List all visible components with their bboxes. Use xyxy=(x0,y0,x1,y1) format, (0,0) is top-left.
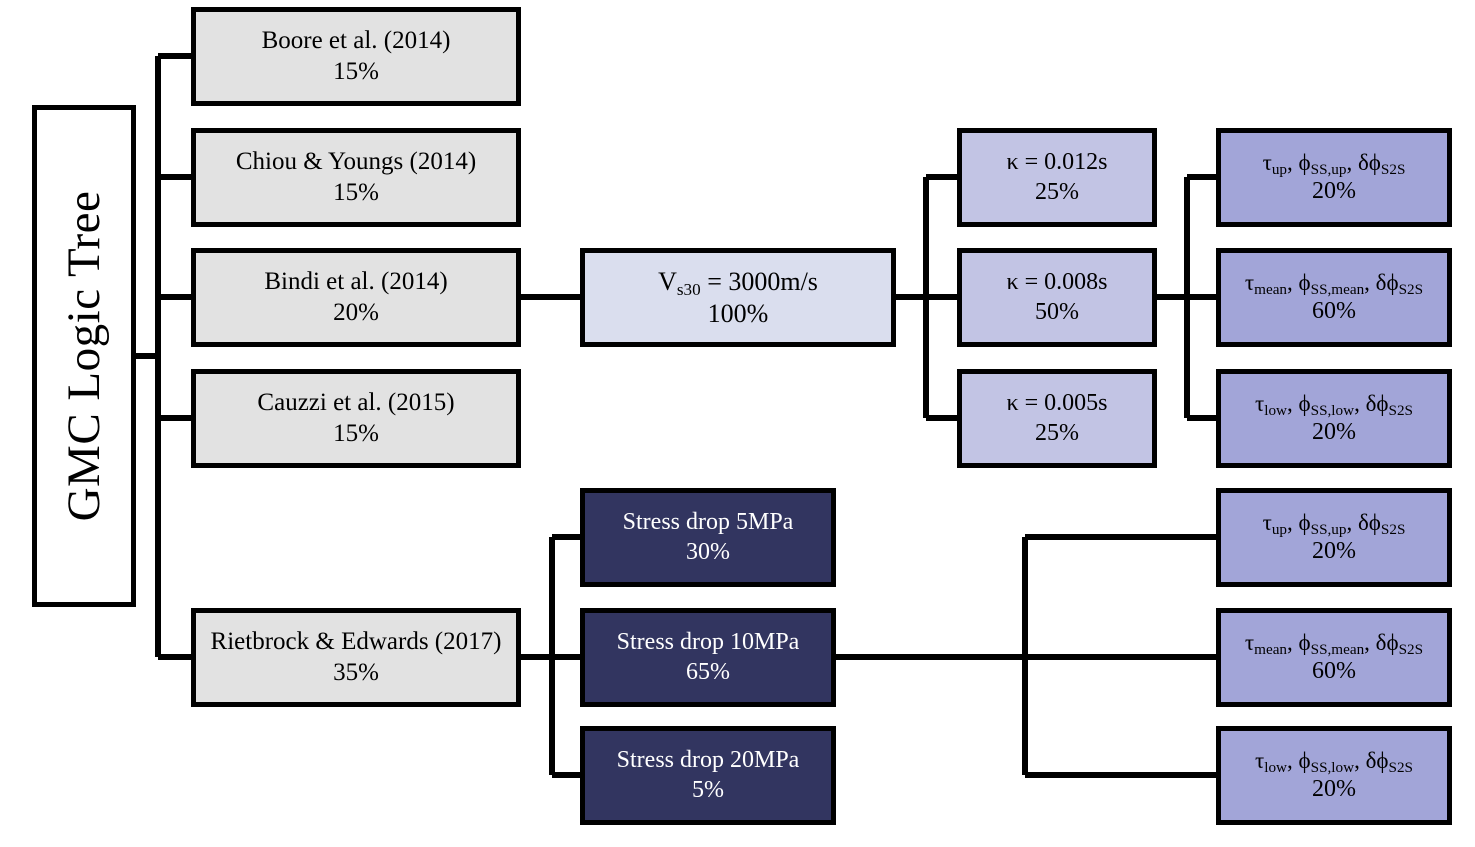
node-sigma-upper-mean[interactable]: τmean, ϕSS,mean, δϕS2S 60% xyxy=(1216,248,1452,347)
node-weight: 15% xyxy=(333,178,379,206)
node-label: τlow, ϕSS,low, δϕS2S xyxy=(1255,747,1413,777)
node-gmpe-boore-2014[interactable]: Boore et al. (2014) 15% xyxy=(191,7,521,106)
node-sigma-lower-mean[interactable]: τmean, ϕSS,mean, δϕS2S 60% xyxy=(1216,608,1452,707)
node-stress-drop-10mpa[interactable]: Stress drop 10MPa 65% xyxy=(580,608,836,707)
root-label: GMC Logic Tree xyxy=(58,190,110,522)
node-weight: 65% xyxy=(686,658,730,685)
node-weight: 20% xyxy=(333,298,379,326)
node-weight: 60% xyxy=(1312,657,1356,684)
node-label: τlow, ϕSS,low, δϕS2S xyxy=(1255,390,1413,420)
node-label: τup, ϕSS,up, δϕS2S xyxy=(1262,509,1406,539)
node-label: κ = 0.005s xyxy=(1006,390,1108,417)
node-weight: 60% xyxy=(1312,297,1356,324)
node-weight: 25% xyxy=(1035,419,1079,446)
node-sigma-lower-low[interactable]: τlow, ϕSS,low, δϕS2S 20% xyxy=(1216,726,1452,825)
node-label: Vs30 = 3000m/s xyxy=(658,266,818,299)
node-weight: 20% xyxy=(1312,537,1356,564)
node-gmpe-chiou-youngs-2014[interactable]: Chiou & Youngs (2014) 15% xyxy=(191,128,521,227)
node-label: κ = 0.008s xyxy=(1006,269,1108,296)
node-kappa-0012[interactable]: κ = 0.012s 25% xyxy=(957,128,1157,227)
node-weight: 50% xyxy=(1035,298,1079,325)
node-weight: 20% xyxy=(1312,177,1356,204)
node-label: τup, ϕSS,up, δϕS2S xyxy=(1262,149,1406,179)
node-label: Chiou & Youngs (2014) xyxy=(235,148,477,175)
node-label: Stress drop 5MPa xyxy=(622,509,794,536)
node-weight: 100% xyxy=(707,298,769,328)
node-label: Boore et al. (2014) xyxy=(261,27,451,54)
node-gmpe-cauzzi-2015[interactable]: Cauzzi et al. (2015) 15% xyxy=(191,369,521,468)
node-site-vs30[interactable]: Vs30 = 3000m/s 100% xyxy=(580,248,896,347)
node-kappa-0008[interactable]: κ = 0.008s 50% xyxy=(957,248,1157,347)
node-label: Bindi et al. (2014) xyxy=(264,268,448,295)
node-label: Stress drop 10MPa xyxy=(616,629,800,656)
node-weight: 35% xyxy=(333,658,379,686)
node-weight: 20% xyxy=(1312,418,1356,445)
root-node-gmc-logic-tree[interactable]: GMC Logic Tree xyxy=(32,105,136,607)
node-weight: 25% xyxy=(1035,178,1079,205)
node-label: Rietbrock & Edwards (2017) xyxy=(210,628,502,655)
node-label: τmean, ϕSS,mean, δϕS2S xyxy=(1244,629,1424,659)
node-weight: 20% xyxy=(1312,775,1356,802)
node-label: τmean, ϕSS,mean, δϕS2S xyxy=(1244,269,1424,299)
node-label: κ = 0.012s xyxy=(1006,149,1108,176)
node-weight: 30% xyxy=(686,538,730,565)
node-label: Stress drop 20MPa xyxy=(616,747,800,774)
node-gmpe-bindi-2014[interactable]: Bindi et al. (2014) 20% xyxy=(191,248,521,347)
node-gmpe-rietbrock-edwards-2017[interactable]: Rietbrock & Edwards (2017) 35% xyxy=(191,608,521,707)
node-weight: 15% xyxy=(333,57,379,85)
node-kappa-0005[interactable]: κ = 0.005s 25% xyxy=(957,369,1157,468)
node-sigma-upper-low[interactable]: τlow, ϕSS,low, δϕS2S 20% xyxy=(1216,369,1452,468)
node-weight: 15% xyxy=(333,419,379,447)
node-sigma-upper-up[interactable]: τup, ϕSS,up, δϕS2S 20% xyxy=(1216,128,1452,227)
node-weight: 5% xyxy=(692,776,724,803)
node-sigma-lower-up[interactable]: τup, ϕSS,up, δϕS2S 20% xyxy=(1216,488,1452,587)
node-stress-drop-5mpa[interactable]: Stress drop 5MPa 30% xyxy=(580,488,836,587)
node-label: Cauzzi et al. (2015) xyxy=(257,389,455,416)
node-stress-drop-20mpa[interactable]: Stress drop 20MPa 5% xyxy=(580,726,836,825)
